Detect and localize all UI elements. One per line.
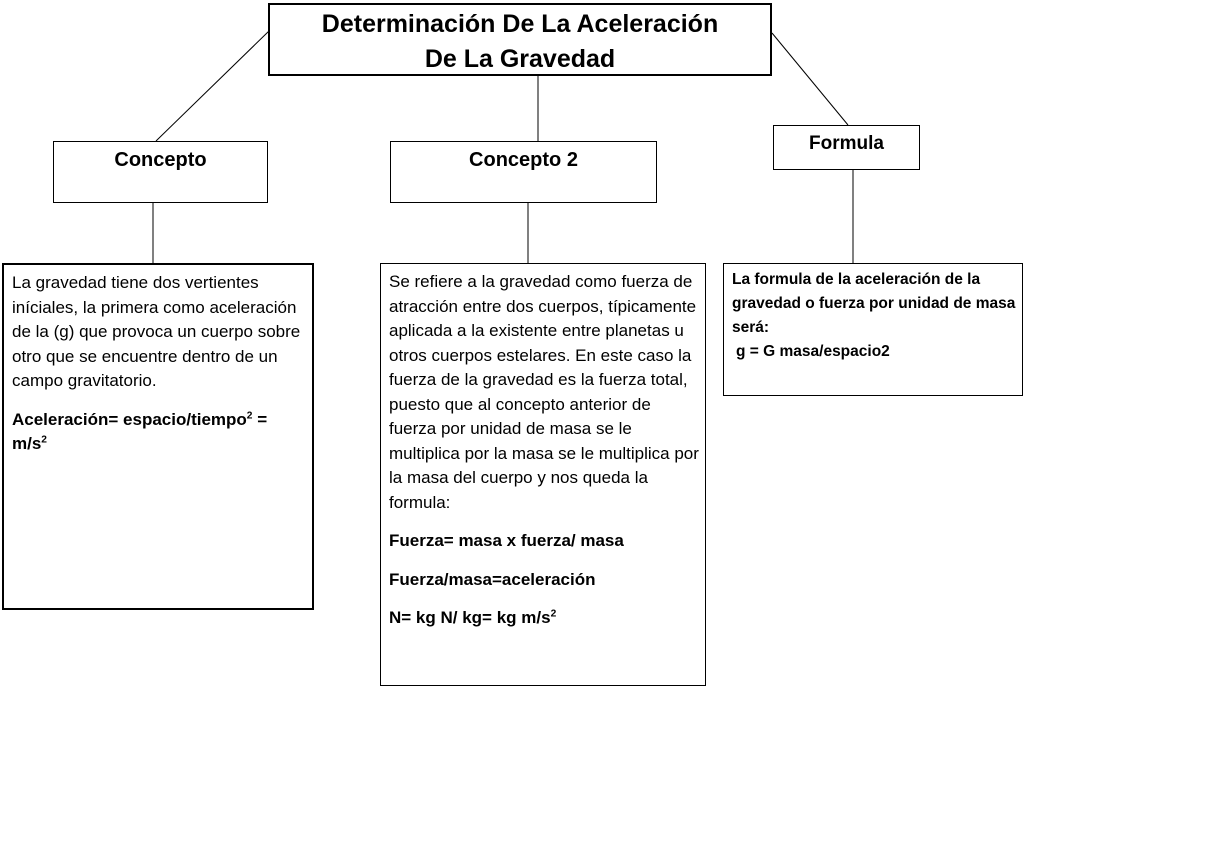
detail-concepto-formula: Aceleración= espacio/tiempo2 = m/s2 [12, 409, 268, 454]
title-line-2: De La Gravedad [424, 45, 616, 73]
detail-formula-equation: g = G masa/espacio2 [736, 343, 890, 360]
title-box: Determinación De La Aceleración De La Gr… [268, 3, 772, 76]
detail-concepto-body: La gravedad tiene dos vertientes inícial… [12, 273, 301, 390]
detail-concepto2-formula2: Fuerza/masa=aceleración [389, 569, 596, 589]
detail-concepto2-body: Se refiere a la gravedad como fuerza de … [389, 272, 699, 512]
node-concepto-label: Concepto [114, 149, 207, 171]
node-concepto2-label: Concepto 2 [469, 149, 578, 171]
detail-formula-body: La formula de la aceleración de la grave… [732, 271, 1016, 336]
detail-concepto2: Se refiere a la gravedad como fuerza de … [380, 263, 706, 686]
node-concepto: Concepto [53, 141, 268, 203]
connector-title-to-formula [771, 32, 849, 126]
detail-formula: La formula de la aceleración de la grave… [723, 263, 1023, 396]
node-formula-label: Formula [809, 133, 884, 154]
connector-title-to-concepto [155, 30, 270, 142]
node-formula: Formula [773, 125, 920, 170]
node-concepto2: Concepto 2 [390, 141, 657, 203]
detail-concepto2-formula1: Fuerza= masa x fuerza/ masa [389, 531, 624, 550]
detail-concepto2-formula3: N= kg N/ kg= kg m/s2 [389, 608, 557, 627]
detail-concepto: La gravedad tiene dos vertientes inícial… [2, 263, 314, 610]
title-line-1: Determinación De La Aceleración [321, 10, 719, 38]
